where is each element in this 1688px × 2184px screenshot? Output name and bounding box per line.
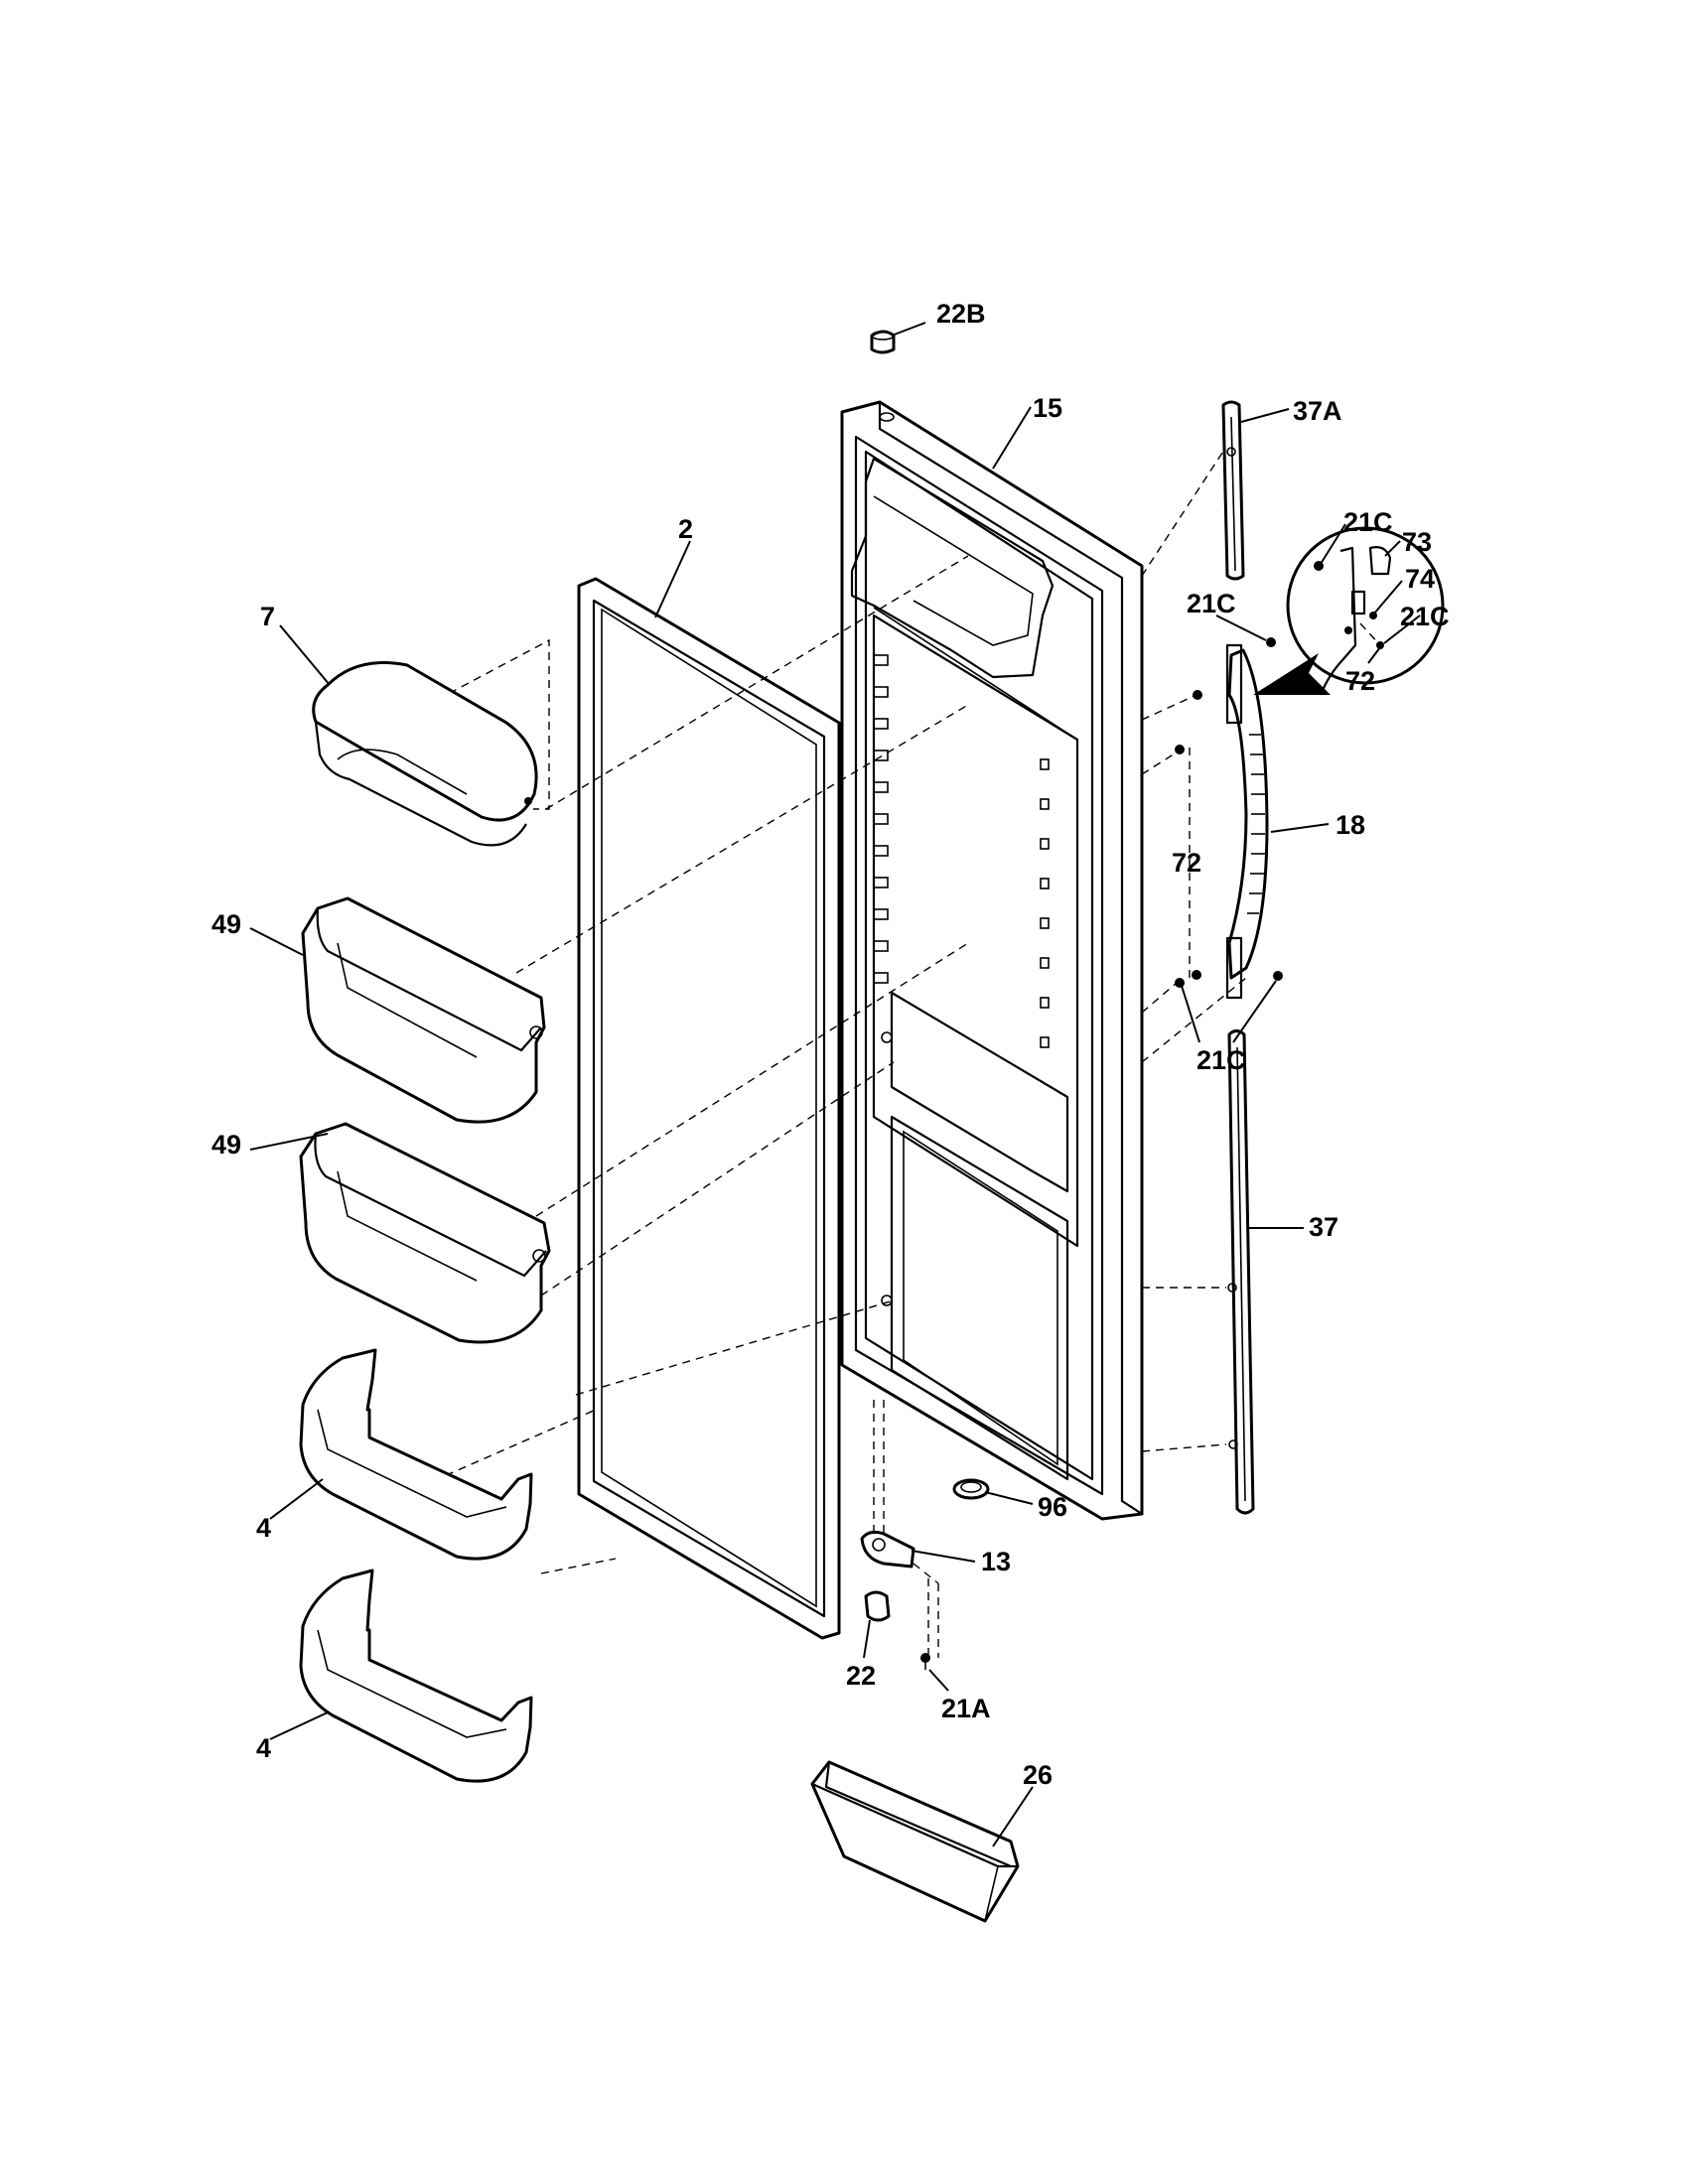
label-2: 2 (678, 514, 693, 544)
leader-lines (249, 322, 1421, 1847)
detail-magnifier (1253, 526, 1445, 696)
label-15: 15 (1033, 393, 1062, 423)
handle-trim-37 (1227, 1029, 1255, 1515)
dairy-cover-7 (312, 661, 538, 847)
hinge-screw-21A (920, 1653, 930, 1670)
door-bin-4-upper (299, 1348, 533, 1561)
part-labels: 22B 15 37A 2 7 21C 73 74 21C 21C 72 18 7… (211, 299, 1450, 1790)
tray-26 (810, 1760, 1020, 1923)
label-37A: 37A (1293, 396, 1342, 426)
label-22B: 22B (936, 299, 986, 329)
label-21C-detail-top: 21C (1343, 507, 1393, 537)
label-13: 13 (981, 1547, 1011, 1576)
label-49-lower: 49 (211, 1130, 241, 1160)
shelf-peg-column-right (1040, 758, 1050, 1048)
assembly-dashed-lines (368, 446, 1247, 1658)
label-72-handle: 72 (1172, 848, 1201, 878)
door-bin-49-upper (301, 896, 546, 1124)
door-bin-49-lower (299, 1122, 551, 1344)
label-4-lower: 4 (256, 1733, 271, 1763)
door-frame-15 (840, 400, 1144, 1521)
shelf-peg-column (873, 654, 889, 984)
door-gasket-2 (577, 577, 841, 1640)
hinge-pin-22 (864, 1590, 891, 1622)
label-21C-lower: 21C (1196, 1045, 1246, 1075)
label-22: 22 (846, 1661, 876, 1691)
label-7: 7 (260, 602, 275, 631)
label-73: 73 (1402, 527, 1432, 557)
label-74: 74 (1405, 564, 1435, 594)
door-handle-18 (1225, 643, 1269, 1000)
label-21A: 21A (941, 1694, 991, 1723)
label-4-upper: 4 (256, 1513, 271, 1543)
handle-grip-ridges (1247, 734, 1265, 914)
handle-trim-37A (1221, 400, 1245, 581)
label-18: 18 (1336, 810, 1365, 840)
hinge-bracket-13 (860, 1530, 915, 1569)
label-21C-upper: 21C (1187, 589, 1236, 618)
handle-screws (1175, 637, 1283, 988)
label-96: 96 (1038, 1492, 1067, 1522)
plug-96 (952, 1478, 990, 1500)
label-72-detail: 72 (1345, 666, 1375, 696)
label-26: 26 (1023, 1760, 1053, 1790)
label-49-upper: 49 (211, 909, 241, 939)
door-bin-4-lower (299, 1569, 533, 1783)
label-21C-detail-right: 21C (1400, 602, 1450, 631)
hinge-bushing-22B (870, 330, 896, 354)
label-37: 37 (1309, 1212, 1338, 1242)
